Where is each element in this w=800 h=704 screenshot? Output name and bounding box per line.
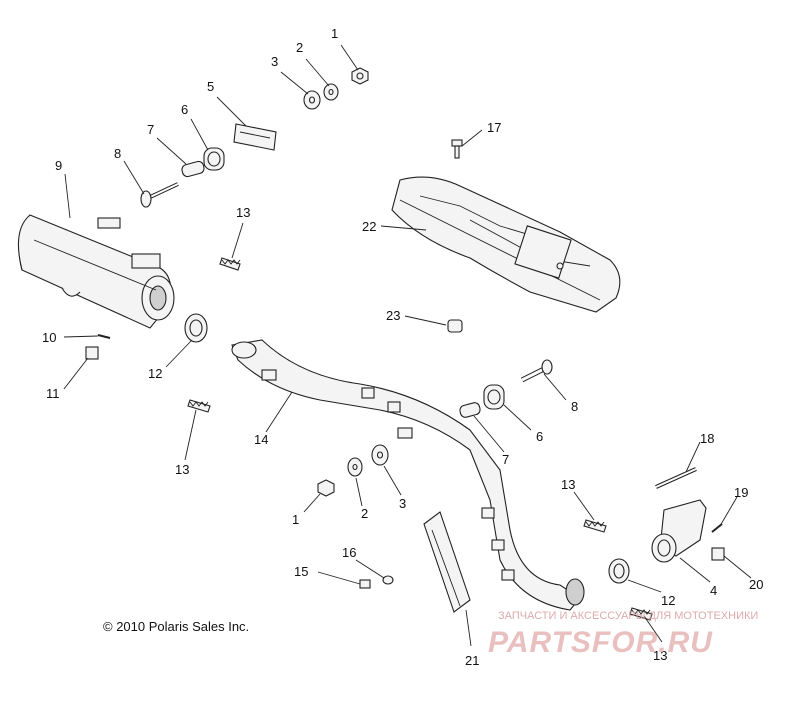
part-12-gasket-left xyxy=(184,313,208,343)
callout-14: 14 xyxy=(254,432,268,447)
callout-12: 12 xyxy=(661,593,675,608)
callout-6: 6 xyxy=(536,429,543,444)
callout-1: 1 xyxy=(331,26,338,41)
part-13-spring-a xyxy=(219,257,241,271)
callout-15: 15 xyxy=(294,564,308,579)
part-14-head-pipe xyxy=(231,339,585,611)
callout-19: 19 xyxy=(734,485,748,500)
callout-10: 10 xyxy=(42,330,56,345)
part-5-bracket xyxy=(233,123,277,151)
callout-3: 3 xyxy=(399,496,406,511)
part-3-washer-lower xyxy=(371,444,389,466)
part-13-spring-c xyxy=(583,519,607,533)
copyright-text: © 2010 Polaris Sales Inc. xyxy=(103,619,249,634)
callout-7: 7 xyxy=(147,122,154,137)
callout-23: 23 xyxy=(386,308,400,323)
part-18-rod xyxy=(655,467,697,489)
callout-8: 8 xyxy=(114,146,121,161)
part-6-grommet-top xyxy=(203,147,225,171)
part-15-bolt xyxy=(359,579,371,589)
callout-17: 17 xyxy=(487,120,501,135)
callout-labels: 1 2 3 5 6 7 8 9 10 11 12 13 13 17 22 23 … xyxy=(42,26,763,668)
part-8-bolt-right xyxy=(520,359,553,383)
callout-13: 13 xyxy=(653,648,667,663)
part-22-heat-shield xyxy=(391,176,621,313)
callout-3: 3 xyxy=(271,54,278,69)
part-12-gasket-right xyxy=(608,558,630,584)
callout-4: 4 xyxy=(710,583,717,598)
part-2-washer-lower xyxy=(347,457,363,477)
leader-lines xyxy=(63,44,752,647)
callout-2: 2 xyxy=(361,506,368,521)
callout-2: 2 xyxy=(296,40,303,55)
watermark-brand: PARTSFOR.RU xyxy=(488,626,713,659)
part-20-cap xyxy=(711,547,725,561)
part-16-washer xyxy=(382,575,394,585)
part-13-spring-d xyxy=(629,607,653,621)
callout-20: 20 xyxy=(749,577,763,592)
part-23-nut xyxy=(447,319,463,333)
part-13-spring-b xyxy=(187,399,211,413)
part-7-spacer-top xyxy=(181,160,205,178)
part-17-bolt xyxy=(451,139,463,159)
callout-5: 5 xyxy=(207,79,214,94)
callout-1: 1 xyxy=(292,512,299,527)
part-7-spacer-right xyxy=(459,402,481,418)
callout-22: 22 xyxy=(362,219,376,234)
callout-18: 18 xyxy=(700,431,714,446)
callout-12: 12 xyxy=(148,366,162,381)
part-9-muffler xyxy=(17,214,175,329)
part-1-nut-top xyxy=(351,67,369,85)
part-6-grommet-right xyxy=(483,384,505,410)
callout-16: 16 xyxy=(342,545,356,560)
part-4-flange-pipe xyxy=(651,499,707,563)
watermark: ЗАПЧАСТИ И АКСЕССУАРЫ ДЛЯ МОТОТЕХНИКИ PA… xyxy=(488,610,758,659)
callout-13: 13 xyxy=(236,205,250,220)
part-10-pin xyxy=(97,334,111,339)
watermark-tagline: ЗАПЧАСТИ И АКСЕССУАРЫ ДЛЯ МОТОТЕХНИКИ xyxy=(498,610,758,622)
callout-21: 21 xyxy=(465,653,479,668)
callout-13: 13 xyxy=(561,477,575,492)
part-8-bolt-top xyxy=(140,182,179,208)
part-1-nut-lower xyxy=(317,479,335,497)
part-21-shield-plate xyxy=(423,511,471,613)
part-2-washer-top xyxy=(323,83,339,101)
part-3-washer-top xyxy=(303,90,321,110)
callout-13: 13 xyxy=(175,462,189,477)
callout-8: 8 xyxy=(571,399,578,414)
part-11-clip xyxy=(85,346,99,360)
callout-7: 7 xyxy=(502,452,509,467)
callout-6: 6 xyxy=(181,102,188,117)
callout-11: 11 xyxy=(46,386,60,401)
callout-9: 9 xyxy=(55,158,62,173)
